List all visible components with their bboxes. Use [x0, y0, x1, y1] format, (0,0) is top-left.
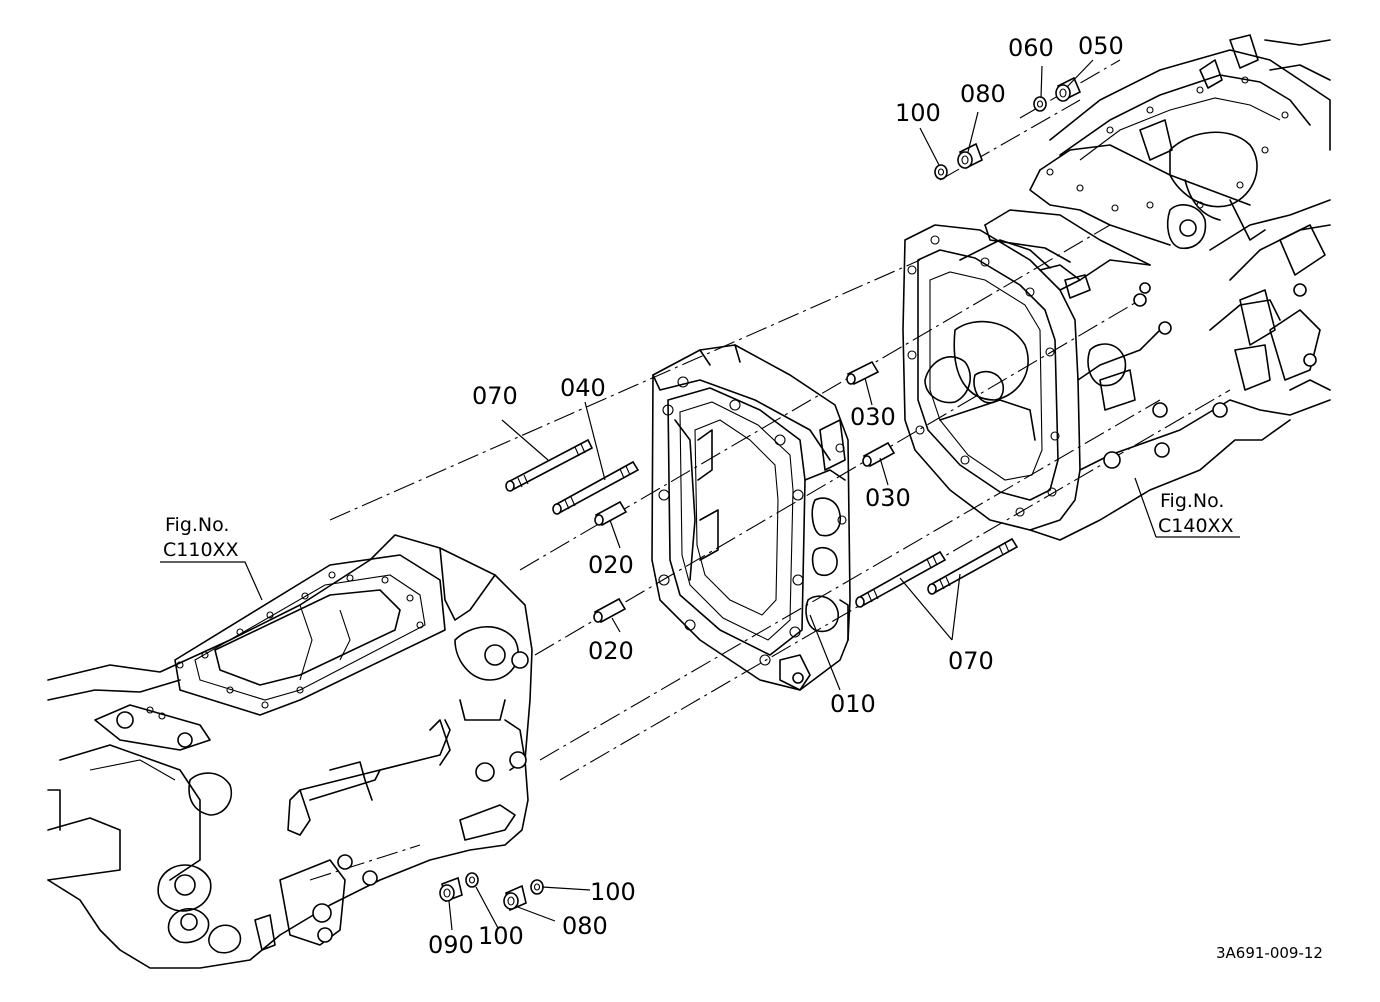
part-020-pin-upper	[594, 500, 628, 527]
figure-ref-right: Fig.No. C140XX	[1158, 490, 1234, 537]
part-040-stud	[552, 460, 640, 515]
part-090-nut	[439, 876, 463, 903]
left-transmission-case	[47, 534, 533, 969]
label-050: 050	[1078, 32, 1124, 60]
label-080-lower: 080	[562, 912, 608, 940]
part-060-washer	[1033, 96, 1047, 112]
label-100-upper: 100	[895, 99, 941, 127]
label-030-upper: 030	[850, 403, 896, 431]
right-transmission-case	[902, 34, 1331, 541]
part-labels: 070 040 020 020 030 030 010 070 060 050 …	[428, 32, 1124, 959]
label-100-lower-left: 100	[478, 922, 524, 950]
figure-ref-left-label: Fig.No.	[165, 514, 229, 536]
figure-ref-left-code: C110XX	[163, 539, 239, 561]
label-080-upper: 080	[960, 80, 1006, 108]
label-100-lower-right: 100	[590, 878, 636, 906]
left-case-bolt-holes	[146, 571, 424, 720]
part-070-stud-upper	[505, 438, 594, 492]
leader-lines	[160, 59, 1240, 931]
center-lines	[309, 59, 1231, 881]
label-020-upper: 020	[588, 551, 634, 579]
part-030-pin-upper	[846, 360, 880, 386]
label-090: 090	[428, 931, 474, 959]
part-030-pin-lower	[862, 441, 896, 468]
part-080-nut-upper	[957, 142, 984, 170]
drawing-code: 3A691-009-12	[1216, 944, 1323, 962]
part-020-pin-lower	[593, 597, 627, 624]
part-050-nut	[1055, 76, 1082, 102]
label-060: 060	[1008, 34, 1054, 62]
center-case-bolt-holes	[658, 376, 847, 666]
figure-ref-left: Fig.No. C110XX	[163, 514, 239, 561]
part-080-nut-lower	[503, 884, 527, 912]
right-case-bolt-holes	[907, 76, 1289, 517]
label-070-lower: 070	[948, 647, 994, 675]
label-010: 010	[830, 690, 876, 718]
figure-ref-right-code: C140XX	[1158, 515, 1234, 537]
part-070-stud-lower-b	[927, 537, 1019, 595]
label-040: 040	[560, 374, 606, 402]
label-020-lower: 020	[588, 637, 634, 665]
part-100-washer-lower-right	[530, 879, 544, 895]
part-100-washer-upper	[934, 164, 948, 180]
part-010-center-case	[651, 344, 851, 691]
figure-ref-right-label: Fig.No.	[1160, 490, 1224, 512]
label-030-lower: 030	[865, 484, 911, 512]
label-070-upper: 070	[472, 382, 518, 410]
part-100-washer-lower-left	[465, 872, 479, 888]
